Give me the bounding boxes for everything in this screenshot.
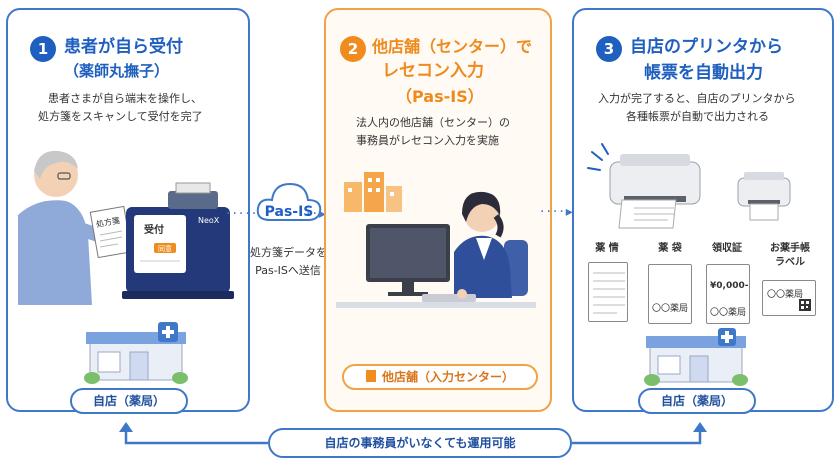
step1-desc-line1: 患者さまが自ら端末を操作し、 bbox=[48, 92, 202, 105]
office-worker-illustration bbox=[336, 172, 536, 308]
medicine-bag-pharmacy: 〇〇薬局 bbox=[652, 304, 689, 314]
step2-title-line3: （Pas-IS） bbox=[396, 87, 484, 106]
step2-panel: 2 他店舗（センター）で レセコン入力 （Pas-IS） 法人内の他店舗（センタ… bbox=[324, 8, 552, 412]
step2-center-pill: 他店舗（入力センター） bbox=[342, 364, 538, 390]
doc-label-notebook-line2: ラベル bbox=[775, 257, 805, 268]
arrow-dots-step3: ····▸ bbox=[540, 204, 575, 220]
transfer-line2: Pas-ISへ送信 bbox=[255, 264, 321, 277]
receipt-pharmacy: 〇〇薬局 bbox=[710, 308, 747, 318]
doc-label-drug-info: 薬 情 bbox=[595, 243, 619, 254]
printer-icons bbox=[587, 143, 791, 229]
cloud-label: Pas-IS bbox=[264, 204, 314, 220]
step1-store-pill: 自店（薬局） bbox=[70, 388, 188, 414]
step2-desc-line2: 事務員がレセコン入力を実施 bbox=[356, 134, 499, 147]
step2-desc-line1: 法人内の他店舗（センター）の bbox=[356, 116, 510, 129]
cloud-icon bbox=[256, 182, 322, 221]
pharmacy-store-icon-right bbox=[644, 328, 748, 386]
kiosk-screen-title: 受付 bbox=[144, 225, 164, 236]
doc-label-medicine-bag: 薬 袋 bbox=[658, 243, 682, 254]
step3-title-line2: 帳票を自動出力 bbox=[644, 63, 763, 83]
step3-store-pill: 自店（薬局） bbox=[638, 388, 756, 414]
doc-label-receipt: 領収証 bbox=[712, 243, 742, 254]
step3-number-badge: 3 bbox=[596, 36, 622, 62]
doc-medicine-bag: 〇〇薬局 bbox=[648, 264, 692, 324]
qr-code-icon bbox=[799, 299, 811, 311]
step1-desc-line2: 処方箋をスキャンして受付を完了 bbox=[38, 110, 203, 123]
step3-panel: 3 自店のプリンタから 帳票を自動出力 入力が完了すると、自店のプリンタから 各… bbox=[572, 8, 834, 414]
doc-receipt: ¥0,000- 〇〇薬局 bbox=[706, 264, 750, 324]
step2-center-label: 他店舗（入力センター） bbox=[381, 370, 514, 384]
receipt-amount: ¥0,000- bbox=[710, 281, 749, 291]
patient-kiosk-illustration bbox=[18, 150, 234, 305]
kiosk-brand: NeoX bbox=[198, 216, 220, 225]
step3-title-line1: 自店のプリンタから bbox=[630, 37, 783, 57]
drug-info-lines bbox=[593, 272, 625, 314]
kiosk-agree-button: 同意 bbox=[158, 245, 172, 253]
step1-title: 患者が自ら受付 bbox=[64, 37, 183, 57]
transfer-line1: 処方箋データを bbox=[250, 246, 327, 259]
step2-number-badge: 2 bbox=[340, 36, 366, 62]
arrow-dots-right: ··▸ bbox=[306, 206, 328, 222]
building-icon bbox=[365, 370, 376, 382]
step1-panel: 1 患者が自ら受付 （薬師丸撫子） 患者さまが自ら端末を操作し、 処方箋をスキャ… bbox=[6, 8, 250, 414]
step3-desc-line2: 各種帳票が自動で出力される bbox=[626, 110, 769, 123]
arrow-dots-left: ····· bbox=[226, 206, 259, 222]
step2-title-line1: 他店舗（センター）で bbox=[372, 37, 533, 56]
doc-notebook-label: 〇〇薬局 bbox=[762, 280, 816, 316]
step1-number-badge: 1 bbox=[30, 36, 56, 62]
step1-subtitle: （薬師丸撫子） bbox=[64, 62, 170, 80]
notebook-label-pharmacy: 〇〇薬局 bbox=[767, 290, 804, 300]
doc-label-notebook: お薬手帳 bbox=[770, 243, 810, 254]
step2-title-line2: レセコン入力 bbox=[382, 61, 484, 81]
doc-drug-info bbox=[588, 262, 628, 322]
step3-desc-line1: 入力が完了すると、自店のプリンタから bbox=[598, 92, 796, 105]
pharmacy-store-icon bbox=[84, 322, 188, 384]
bottom-summary-bar: 自店の事務員がいなくても運用可能 bbox=[268, 428, 572, 458]
